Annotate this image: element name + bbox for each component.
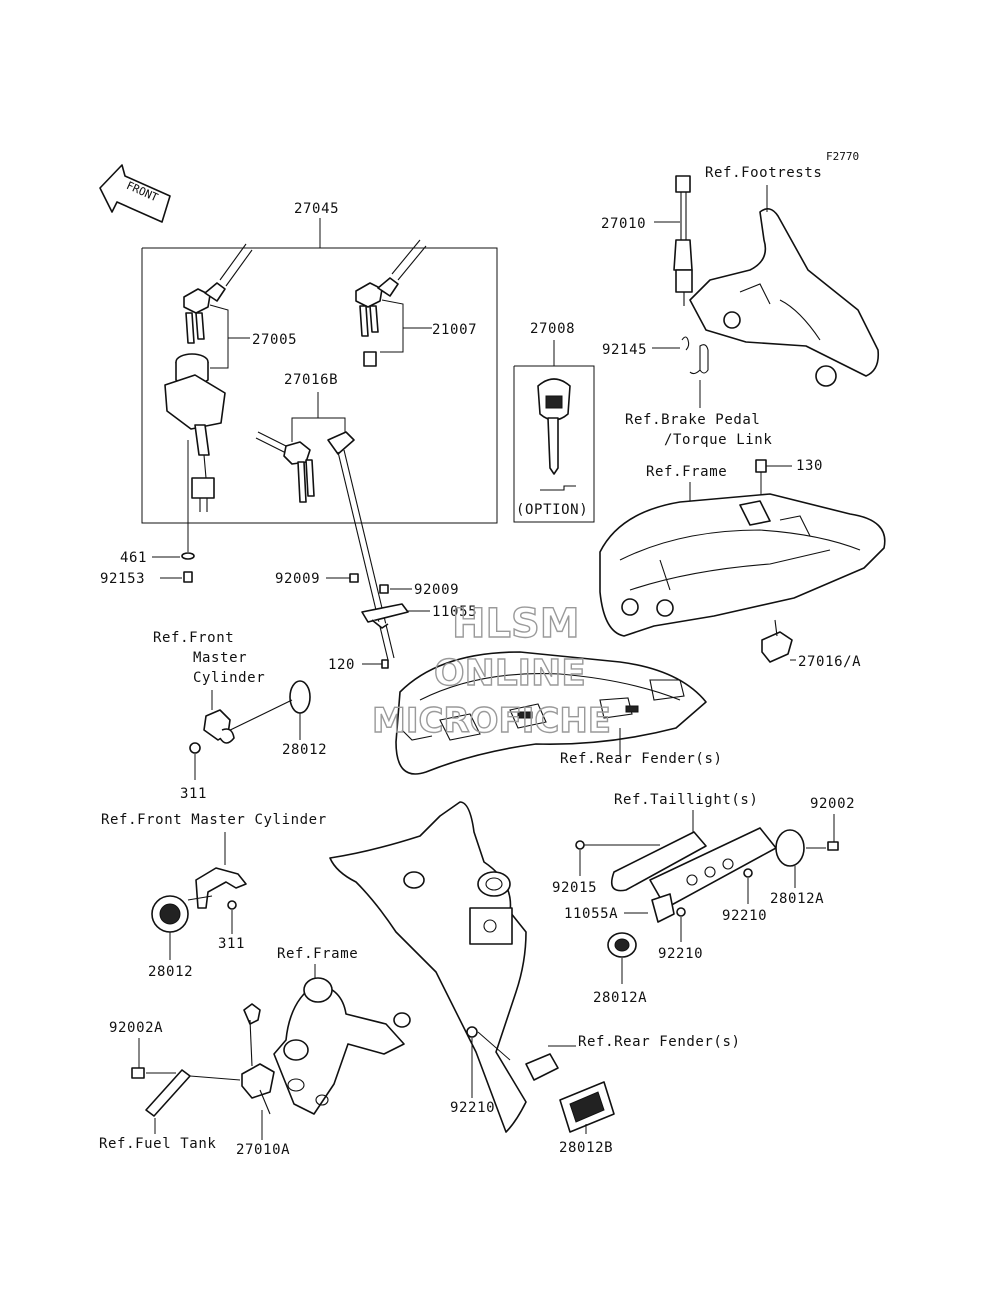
- nut-311-lower-icon: [227, 900, 237, 910]
- rear-fender-upper-icon: [395, 651, 707, 775]
- key-set-21007-icon: [355, 239, 427, 367]
- key-holder-27016A-icon: [761, 619, 793, 663]
- figure-code: F2770: [826, 150, 859, 163]
- fuel-tank-bracket-icon: [273, 977, 411, 1115]
- ref-front-master-line3: Cylinder: [193, 670, 265, 686]
- part-label-option[interactable]: (OPTION): [516, 502, 588, 518]
- ref-front-master-line2: Master: [193, 650, 247, 666]
- bolt-92009-left-icon: [349, 573, 359, 583]
- part-label-92210-a[interactable]: 92210: [722, 908, 767, 924]
- reflector-28012-lower-icon: [151, 895, 189, 933]
- reflector-28012B-icon: [559, 1081, 615, 1133]
- ref-brake-pedal-line2: /Torque Link: [664, 432, 772, 448]
- part-label-28012A-lower[interactable]: 28012A: [593, 990, 647, 1006]
- license-bracket-icon: [610, 827, 805, 923]
- bracket-front-master-icon: [195, 867, 247, 909]
- ref-frame-top: Ref.Frame: [646, 464, 727, 480]
- nut-311-upper-icon: [189, 742, 201, 754]
- part-label-28012A-right[interactable]: 28012A: [770, 891, 824, 907]
- part-label-27016A[interactable]: 27016/A: [798, 654, 861, 670]
- part-label-311-lower[interactable]: 311: [218, 936, 245, 952]
- ref-brake-pedal-line1: Ref.Brake Pedal: [625, 412, 760, 428]
- part-label-92009-right[interactable]: 92009: [414, 582, 459, 598]
- part-label-92153[interactable]: 92153: [100, 571, 145, 587]
- part-label-92009-left[interactable]: 92009: [275, 571, 320, 587]
- part-label-27010[interactable]: 27010: [601, 216, 646, 232]
- kit-27045-box: [141, 218, 498, 524]
- part-label-27045[interactable]: 27045: [294, 201, 339, 217]
- part-label-311-upper[interactable]: 311: [180, 786, 207, 802]
- watermark: HLSM ONLINE MICROFICHE: [371, 600, 611, 741]
- ref-rear-fender-lower: Ref.Rear Fender(s): [578, 1034, 741, 1050]
- part-label-11055A[interactable]: 11055A: [564, 906, 618, 922]
- ignition-switch-icon: [164, 353, 226, 512]
- nut-92210-a-icon: [743, 868, 753, 878]
- key-set-27016B-icon: [255, 431, 395, 661]
- ref-front-master-line1: Ref.Front: [153, 630, 234, 646]
- fuel-tank-hose-icon: [145, 1069, 241, 1117]
- bolt-92153-icon: [183, 571, 193, 583]
- brake-light-switch-icon: [673, 175, 693, 306]
- part-label-27010A[interactable]: 27010A: [236, 1142, 290, 1158]
- part-label-461[interactable]: 461: [120, 550, 147, 566]
- fuel-level-sensor-27010A-icon: [241, 1003, 275, 1115]
- ref-fuel-tank: Ref.Fuel Tank: [99, 1136, 216, 1152]
- front-arrow-icon: FRONT: [99, 164, 171, 223]
- part-label-92145[interactable]: 92145: [602, 342, 647, 358]
- bolt-92002-icon: [827, 841, 839, 851]
- part-label-27016B[interactable]: 27016B: [284, 372, 338, 388]
- ref-rear-fender-upper: Ref.Rear Fender(s): [560, 751, 723, 767]
- key-set-27005-icon: [183, 243, 253, 344]
- ref-footrests: Ref.Footrests: [705, 165, 822, 181]
- ref-frame-bottom: Ref.Frame: [277, 946, 358, 962]
- part-label-130[interactable]: 130: [796, 458, 823, 474]
- nut-92015-icon: [575, 840, 585, 850]
- rear-frame-icon: [599, 493, 886, 637]
- spring-92145-icon: [681, 336, 709, 375]
- part-label-120[interactable]: 120: [328, 657, 355, 673]
- bracket-11055-icon: [361, 603, 409, 629]
- part-label-28012-upper[interactable]: 28012: [282, 742, 327, 758]
- bolt-92009-right-icon: [379, 584, 389, 594]
- part-label-92210-b[interactable]: 92210: [658, 946, 703, 962]
- bolt-120-icon: [381, 659, 389, 669]
- part-label-92015[interactable]: 92015: [552, 880, 597, 896]
- bolt-130-icon: [755, 459, 767, 473]
- reflector-28012-upper-icon: [203, 680, 311, 744]
- part-label-28012-lower[interactable]: 28012: [148, 964, 193, 980]
- part-label-28012B[interactable]: 28012B: [559, 1140, 613, 1156]
- svg-text:ONLINE: ONLINE: [434, 653, 586, 694]
- svg-text:MICROFICHE: MICROFICHE: [372, 701, 611, 741]
- rear-fender-lower-icon: [329, 801, 559, 1133]
- reflector-28012A-icon: [607, 932, 637, 958]
- ref-taillight: Ref.Taillight(s): [614, 792, 758, 808]
- part-label-92210-c[interactable]: 92210: [450, 1100, 495, 1116]
- nut-92210-b-icon: [676, 907, 686, 917]
- part-label-11055[interactable]: 11055: [432, 604, 477, 620]
- svg-text:HLSM: HLSM: [452, 601, 580, 647]
- footrest-bracket-icon: [689, 208, 880, 387]
- part-label-27005[interactable]: 27005: [252, 332, 297, 348]
- part-label-27008[interactable]: 27008: [530, 321, 575, 337]
- nut-92210-c-icon: [466, 1026, 478, 1038]
- washer-461-icon: [181, 552, 195, 560]
- part-label-92002[interactable]: 92002: [810, 796, 855, 812]
- ref-front-master-full: Ref.Front Master Cylinder: [101, 812, 327, 828]
- kawasaki-key-icon: [537, 378, 576, 491]
- bolt-92002A-icon: [131, 1067, 145, 1079]
- part-label-21007[interactable]: 21007: [432, 322, 477, 338]
- part-label-92002A[interactable]: 92002A: [109, 1020, 163, 1036]
